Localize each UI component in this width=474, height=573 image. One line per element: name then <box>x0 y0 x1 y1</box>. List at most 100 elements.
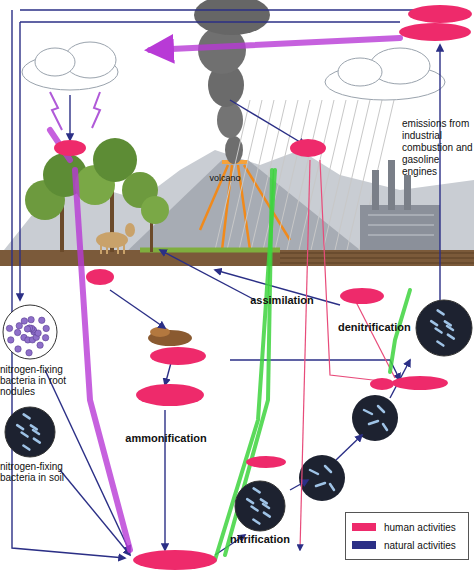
process-label: assimilation <box>240 294 324 306</box>
factory <box>372 170 379 210</box>
nodule-cell <box>21 318 27 324</box>
nodule-cell <box>42 334 48 340</box>
bacteria-circles <box>299 455 345 501</box>
ground <box>280 253 474 263</box>
nodule-cell <box>6 325 12 331</box>
lightning <box>50 92 62 130</box>
natural-arrows <box>20 21 400 22</box>
bacteria-node: nitrification <box>226 480 294 555</box>
bacterium <box>252 507 258 511</box>
redaction-blob <box>340 288 384 304</box>
redaction-blob <box>370 378 394 390</box>
natural-arrows <box>164 410 165 550</box>
emission-note: emissions from industrial combustion and… <box>402 118 474 178</box>
factory <box>368 215 434 235</box>
human-arrows <box>300 160 395 550</box>
lightning <box>92 92 100 128</box>
bacteria-node: denitrification <box>338 298 474 360</box>
bacteria-circle <box>416 300 472 356</box>
bacteria-circle <box>5 407 55 457</box>
bacterium <box>437 342 443 346</box>
natural-arrows <box>336 435 362 460</box>
clouds <box>338 58 382 86</box>
part-label: volcano <box>200 172 250 184</box>
redaction-blob <box>54 140 86 156</box>
natural-arrows <box>19 22 20 300</box>
goat <box>100 244 102 254</box>
nodule-cell <box>35 330 41 336</box>
redaction-blob <box>246 456 286 468</box>
legend-box: human activities natural activities <box>345 512 469 560</box>
bacterium <box>34 439 40 443</box>
highlighter-magenta <box>50 38 400 550</box>
bacterium <box>17 425 23 429</box>
bacterium <box>253 520 259 524</box>
redaction-blob <box>54 5 472 570</box>
lightning <box>50 92 100 130</box>
node-label: nitrification <box>226 534 294 545</box>
bacteria-circles <box>310 406 387 490</box>
natural-arrows <box>160 250 255 300</box>
ground <box>0 250 474 266</box>
bacterium <box>438 310 444 314</box>
goat <box>96 223 135 254</box>
clouds <box>22 42 445 100</box>
bacterium <box>436 329 442 333</box>
decomposer-litter <box>148 327 192 346</box>
bacterium <box>261 499 267 503</box>
trees <box>25 138 169 252</box>
bacterium <box>447 326 453 330</box>
nodule-cell <box>39 317 45 323</box>
goat <box>117 244 119 254</box>
bacteria-node: nitrogen-fixing bacteria in soil <box>0 405 75 525</box>
nodule-cell <box>26 350 32 356</box>
nodule-cell <box>43 325 49 331</box>
legend-row: human activities <box>352 518 462 536</box>
bacterium <box>263 504 269 508</box>
goat <box>106 244 108 254</box>
natural-arrows <box>230 360 400 380</box>
factory <box>360 205 440 250</box>
decomposer-litter <box>150 327 170 337</box>
bacterium <box>445 321 451 325</box>
volcanic-plume <box>194 0 270 164</box>
mountains <box>200 165 290 250</box>
bacterium <box>33 430 39 434</box>
redaction-blob <box>290 139 326 157</box>
natural-arrows <box>230 100 305 145</box>
natural-arrows <box>215 270 340 305</box>
bacteria-circle <box>235 481 285 531</box>
bacterium <box>22 433 28 437</box>
natural-arrows <box>69 95 70 140</box>
bacteria-circles <box>299 395 398 501</box>
human-arrows <box>300 160 310 550</box>
legend-row: natural activities <box>352 536 462 554</box>
redaction-blob <box>399 23 471 41</box>
factory <box>388 160 395 210</box>
bacteria-circles <box>352 395 398 441</box>
legend-text: human activities <box>384 522 456 533</box>
redaction-blob <box>133 550 217 570</box>
factory <box>404 175 411 210</box>
bacteria-node: nitrogen-fixing bacteria in root nodules <box>0 302 75 422</box>
node-label: denitrification <box>338 322 416 333</box>
legend-swatch <box>352 523 376 531</box>
bacteria-circle <box>0 302 75 422</box>
nodule-cell <box>16 323 22 329</box>
nodule-cell <box>15 346 21 352</box>
highlighter-green <box>215 170 410 560</box>
volcanic-plume <box>217 102 243 138</box>
nodule-cell <box>8 337 14 343</box>
bacterium <box>448 335 454 339</box>
nodule-cell <box>14 329 20 335</box>
goat <box>123 244 125 254</box>
natural-arrows <box>110 290 165 328</box>
natural-arrows <box>20 9 460 10</box>
redaction-blob <box>392 376 448 390</box>
node-label: nitrogen-fixing bacteria in soil <box>0 461 75 483</box>
redaction-blob <box>86 269 114 285</box>
bacterium <box>23 446 29 450</box>
legend-swatch <box>352 541 376 549</box>
nodule-cell <box>28 316 34 322</box>
